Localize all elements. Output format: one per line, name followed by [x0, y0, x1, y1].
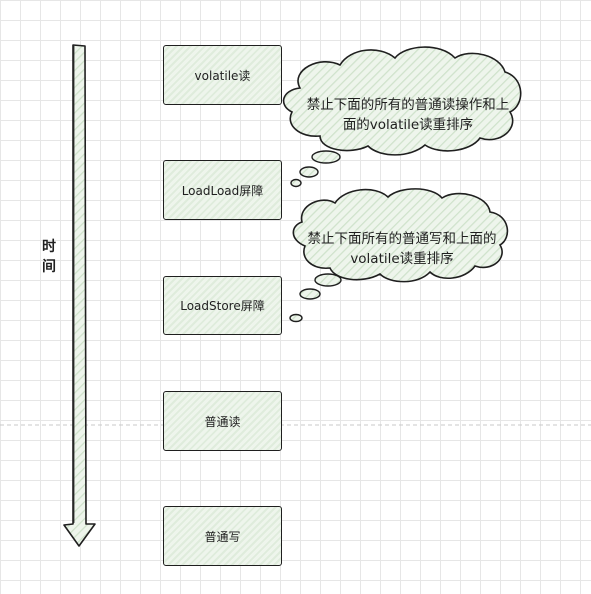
box-label: LoadStore屏障 [180, 299, 265, 313]
box-normal-read: 普通读 [163, 391, 282, 451]
cloud-2-bubble [289, 313, 303, 323]
time-label-1: 时 [42, 239, 56, 255]
cloud-1-line-1: 禁止下面的所有的普通读操作和上 [306, 97, 510, 113]
box-loadload-barrier: LoadLoad屏障 [163, 160, 282, 220]
cloud-2-text: 禁止下面所有的普通写和上面的 volatile读重排序 [290, 229, 514, 269]
time-arrow [63, 44, 96, 547]
box-label: volatile读 [194, 68, 251, 83]
cloud-2-bubble [314, 273, 342, 287]
cloud-2 [289, 188, 509, 323]
box-normal-write: 普通写 [163, 506, 282, 566]
cloud-2-line-1: 禁止下面所有的普通写和上面的 [307, 231, 497, 247]
cloud-1 [282, 46, 522, 188]
time-label-2: 间 [42, 259, 56, 275]
box-label: 普通读 [204, 414, 241, 429]
box-volatile-read: volatile读 [163, 45, 282, 105]
cloud-2-bubble [299, 288, 321, 300]
cloud-1-bubble [311, 150, 341, 164]
box-label: 普通写 [204, 529, 241, 544]
box-label: LoadLoad屏障 [181, 183, 264, 198]
cloud-1-line-2: 面的volatile读重排序 [342, 117, 474, 133]
cloud-1-bubble [299, 166, 319, 178]
cloud-2-line-2: volatile读重排序 [350, 251, 454, 267]
cloud-1-text: 禁止下面的所有的普通读操作和上 面的volatile读重排序 [288, 95, 528, 135]
cloud-1-bubble [290, 178, 302, 188]
box-loadstore-barrier: LoadStore屏障 [163, 276, 282, 335]
